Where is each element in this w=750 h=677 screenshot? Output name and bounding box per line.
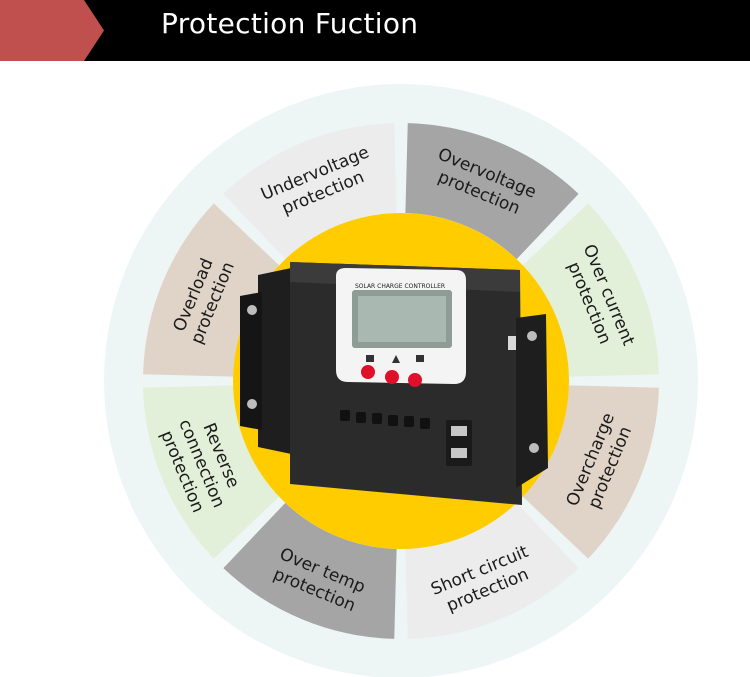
segment-overcharge <box>522 385 659 559</box>
segment-overcurrent <box>522 203 659 377</box>
header-bar: Protection Fuction <box>0 0 750 61</box>
header-accent-tab <box>0 0 104 61</box>
segment-overload <box>143 203 280 377</box>
device-terminals <box>340 410 430 429</box>
segment-overvoltage <box>405 123 579 260</box>
page-title: Protection Fuction <box>161 7 419 40</box>
segment-undervoltage <box>223 123 397 260</box>
segment-overtemp <box>223 502 397 639</box>
device-screen-label: SOLAR CHARGE CONTROLLER <box>355 283 445 290</box>
segment-shortcircuit <box>405 502 579 639</box>
device-button-down <box>408 373 422 387</box>
solar-controller-device: SOLAR CHARGE CONTROLLER <box>240 262 548 505</box>
device-button-menu <box>361 365 375 379</box>
segment-reverse <box>143 385 280 559</box>
device-button-up <box>385 370 399 384</box>
